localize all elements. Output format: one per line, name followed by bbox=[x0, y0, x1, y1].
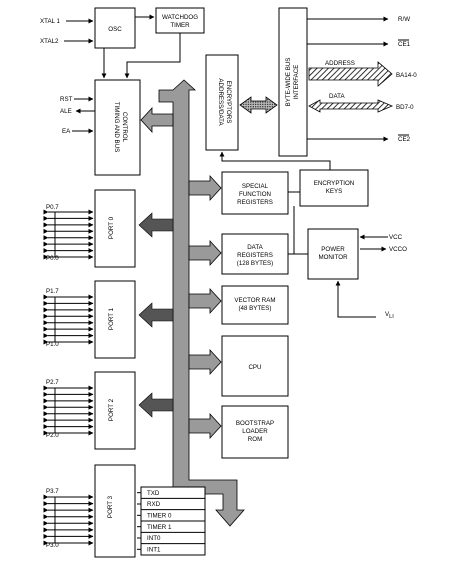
sfr-block bbox=[221, 171, 289, 215]
bootstrap-label-2: LOADER bbox=[242, 428, 268, 435]
port3-function-int0: INT0 bbox=[147, 535, 161, 542]
port-pin-lines bbox=[43, 209, 94, 546]
address-data-encryptors-block bbox=[205, 54, 239, 151]
vector-ram-block bbox=[221, 285, 289, 325]
pin-ce1: CE1 bbox=[398, 41, 411, 48]
encryptors-label-1: ADDRESS/DATA bbox=[217, 78, 224, 126]
encryption-keys-block bbox=[299, 169, 369, 207]
bootstrap-label-1: BOOTSTRAP bbox=[236, 420, 274, 427]
sfr-label-3: REGISTERS bbox=[237, 199, 273, 206]
internal-bus bbox=[158, 79, 245, 527]
pin-ba: BA14-0 bbox=[396, 72, 417, 79]
power-label-1: POWER bbox=[321, 246, 345, 253]
pin-vcco: VCCO bbox=[389, 246, 407, 253]
port3-function-rxd: RXD bbox=[147, 501, 161, 508]
pin-ce2: CE2 bbox=[398, 136, 411, 143]
port1-block bbox=[94, 280, 136, 359]
sfr-label-2: FUNCTION bbox=[239, 191, 271, 198]
pin-p20: P2.0 bbox=[46, 432, 59, 439]
pin-rst: RST bbox=[60, 96, 73, 103]
sfr-label-1: SPECIAL bbox=[242, 183, 269, 190]
data-reg-label-2: REGISTERS bbox=[237, 252, 273, 259]
port3-function-timer-0: TIMER 0 bbox=[147, 513, 172, 520]
pin-p30: P3.0 bbox=[46, 542, 59, 549]
port3-function-int1: INT1 bbox=[147, 547, 161, 554]
bus-interface-label-2: INTERFACE bbox=[293, 65, 300, 100]
data-reg-label-3: (128 BYTES) bbox=[237, 260, 273, 267]
data-reg-label-1: DATA bbox=[247, 244, 263, 251]
data-registers-block bbox=[221, 233, 289, 275]
encryptors-label-2: ENCRYPTORS bbox=[225, 81, 232, 124]
cpu-label: CPU bbox=[248, 364, 261, 371]
pin-p07: P0.7 bbox=[46, 204, 59, 211]
timing-label-2: CONTROL bbox=[121, 112, 128, 143]
port3-function-txd: TXD bbox=[147, 490, 160, 497]
port3-block bbox=[94, 464, 136, 558]
timing-label-1: TIMING AND BUS bbox=[113, 102, 120, 153]
pin-xtal1: XTAL 1 bbox=[40, 18, 61, 25]
address-bus-arrow bbox=[308, 61, 393, 87]
pin-p17: P1.7 bbox=[46, 288, 59, 295]
pin-ale: ALE bbox=[60, 108, 72, 115]
vector-ram-label-1: VECTOR RAM bbox=[234, 297, 275, 304]
pin-vcc: VCC bbox=[389, 234, 403, 241]
power-label-2: MONITOR bbox=[318, 254, 348, 261]
pin-rw: R/W bbox=[398, 16, 410, 23]
port1-label: PORT 1 bbox=[108, 307, 115, 330]
bus-branches-right bbox=[188, 174, 222, 440]
port3-function-timer-1: TIMER 1 bbox=[147, 524, 172, 531]
data-label: DATA bbox=[329, 93, 345, 100]
pin-ea: EA bbox=[62, 128, 71, 135]
power-monitor-block bbox=[307, 228, 359, 280]
pin-p37: P3.7 bbox=[46, 488, 59, 495]
port-buses bbox=[138, 212, 174, 418]
byte-wide-bus-interface-block bbox=[278, 7, 308, 157]
pin-p10: P1.0 bbox=[46, 341, 59, 348]
port0-label: PORT 0 bbox=[108, 216, 115, 239]
vector-ram-label-2: (48 BYTES) bbox=[238, 305, 271, 312]
pin-bd: BD7-0 bbox=[396, 104, 414, 111]
cpu-block bbox=[221, 335, 289, 397]
port0-block bbox=[94, 189, 136, 268]
port2-label: PORT 2 bbox=[108, 398, 115, 421]
pin-p00: P0.0 bbox=[46, 255, 59, 262]
osc-block bbox=[94, 7, 136, 49]
data-bus-arrow bbox=[308, 99, 394, 113]
pin-vli: VLI bbox=[385, 311, 394, 320]
watchdog-label-1: WATCHDOG bbox=[162, 14, 198, 21]
osc-label: OSC bbox=[108, 26, 122, 33]
pin-p27: P2.7 bbox=[46, 379, 59, 386]
encryptor-bus-link bbox=[239, 96, 278, 114]
port3-label: PORT 3 bbox=[107, 495, 114, 518]
timing-control-block bbox=[94, 79, 141, 176]
bus-to-timing-arrow bbox=[140, 106, 174, 134]
address-label: ADDRESS bbox=[325, 60, 355, 67]
keys-label-1: ENCRYPTION bbox=[314, 180, 354, 187]
watchdog-label-2: TIMER bbox=[170, 22, 190, 29]
bootstrap-label-3: ROM bbox=[248, 436, 262, 443]
pin-xtal2: XTAL2 bbox=[40, 38, 59, 45]
port2-block bbox=[94, 371, 136, 450]
keys-label-2: KEYS bbox=[326, 188, 343, 195]
bootstrap-rom-block bbox=[221, 405, 289, 459]
bus-interface-label-1: BYTE-WIDE BUS bbox=[285, 58, 292, 107]
